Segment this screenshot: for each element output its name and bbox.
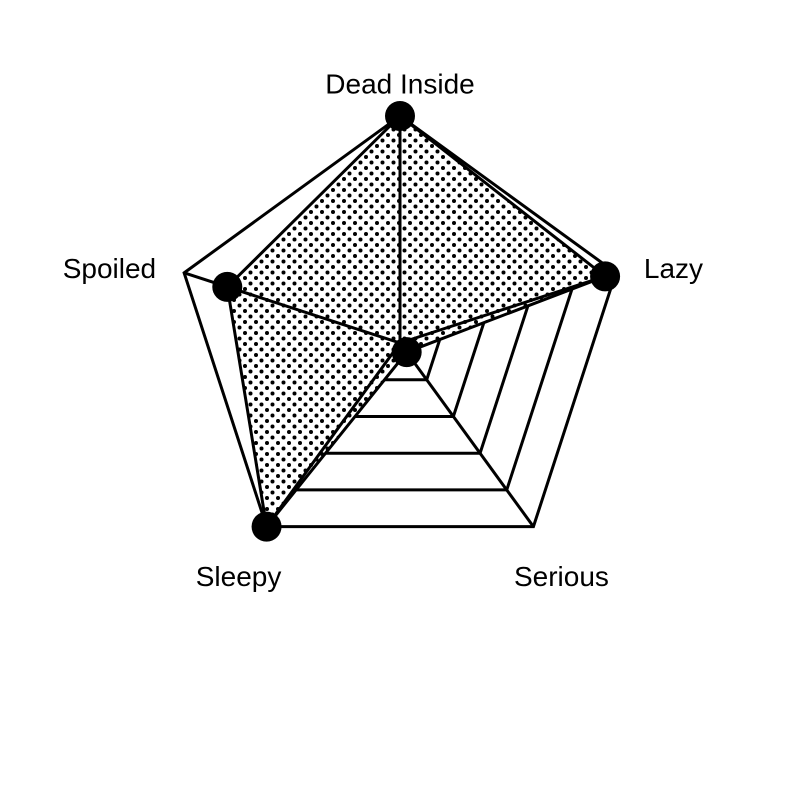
radar-markers xyxy=(212,101,621,542)
data-point-dead-inside xyxy=(385,101,415,131)
axis-label-dead-inside: Dead Inside xyxy=(325,68,474,99)
grid-ring-5 xyxy=(182,114,618,529)
axis-spoke-lazy xyxy=(399,271,617,345)
axis-spoke-serious xyxy=(398,342,535,528)
axis-spoke-sleepy xyxy=(265,342,402,528)
data-point-spoiled xyxy=(212,271,243,302)
data-point-serious xyxy=(391,337,422,368)
axis-label-spoiled: Spoiled xyxy=(63,253,156,284)
data-point-sleepy xyxy=(251,511,282,542)
data-point-lazy xyxy=(590,261,621,292)
series-area-1 xyxy=(225,114,609,531)
axis-label-serious: Serious xyxy=(514,561,609,592)
radar-series xyxy=(225,114,609,531)
axis-label-lazy: Lazy xyxy=(644,253,703,284)
axis-label-sleepy: Sleepy xyxy=(196,561,282,592)
